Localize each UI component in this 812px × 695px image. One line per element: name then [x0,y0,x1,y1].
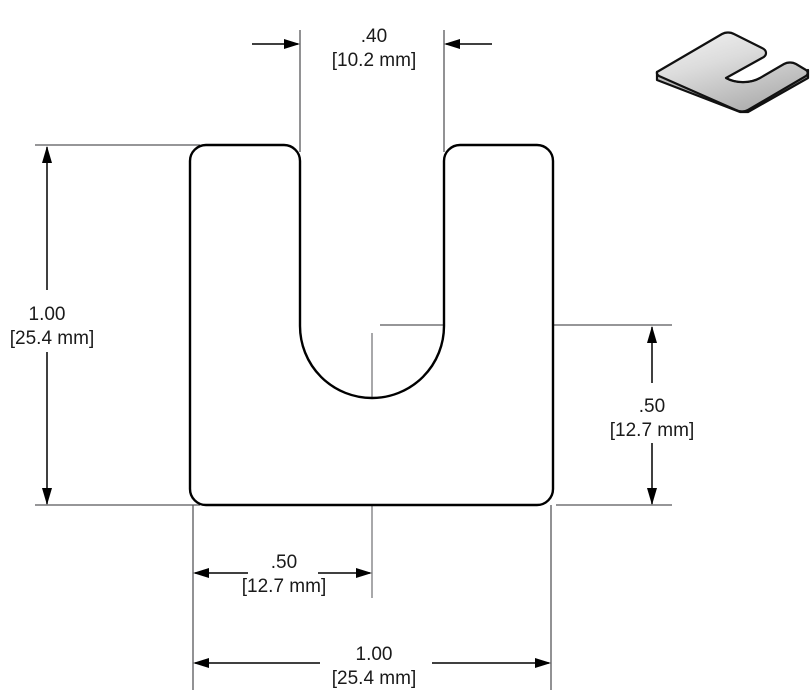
slot-depth-primary-text: .50 [639,396,665,417]
arrow-depth-bottom [647,488,657,505]
arrow-height-top [42,146,52,163]
arrow-depth-top [647,326,657,343]
overall-width-secondary-text: [25.4 mm] [332,668,416,689]
arrow-slot-width-left [284,39,300,49]
slot-center-offset-secondary-text: [12.7 mm] [242,576,326,597]
slot-width-primary-text: .40 [361,26,387,47]
overall-width-dimension: 1.00 [25.4 mm] [193,644,551,689]
slot-depth-dimension: .50 [12.7 mm] [610,326,694,505]
slot-width-dimension: .40 [10.2 mm] [252,26,492,71]
isometric-preview [655,31,810,114]
slot-width-secondary-text: [10.2 mm] [332,50,416,71]
arrow-width-left [193,658,209,668]
arrow-offset-left [193,568,209,578]
overall-height-secondary-text: [25.4 mm] [10,328,94,349]
arrow-width-right [535,658,551,668]
slotted-shim-outline [188,143,555,507]
overall-height-dimension: 1.00 [25.4 mm] [10,146,94,505]
arrow-height-bottom [42,488,52,505]
overall-width-primary-text: 1.00 [356,644,393,665]
slot-depth-secondary-text: [12.7 mm] [610,420,694,441]
arrow-offset-right [356,568,372,578]
part-outline-group [188,143,555,507]
overall-height-primary-text: 1.00 [29,304,66,325]
extension-lines [35,30,672,690]
arrow-slot-width-right [444,39,460,49]
slot-center-offset-primary-text: .50 [271,552,297,573]
iso-slot-edge [725,77,761,84]
slot-center-offset-dimension: .50 [12.7 mm] [193,552,372,597]
iso-top-face [655,31,809,113]
